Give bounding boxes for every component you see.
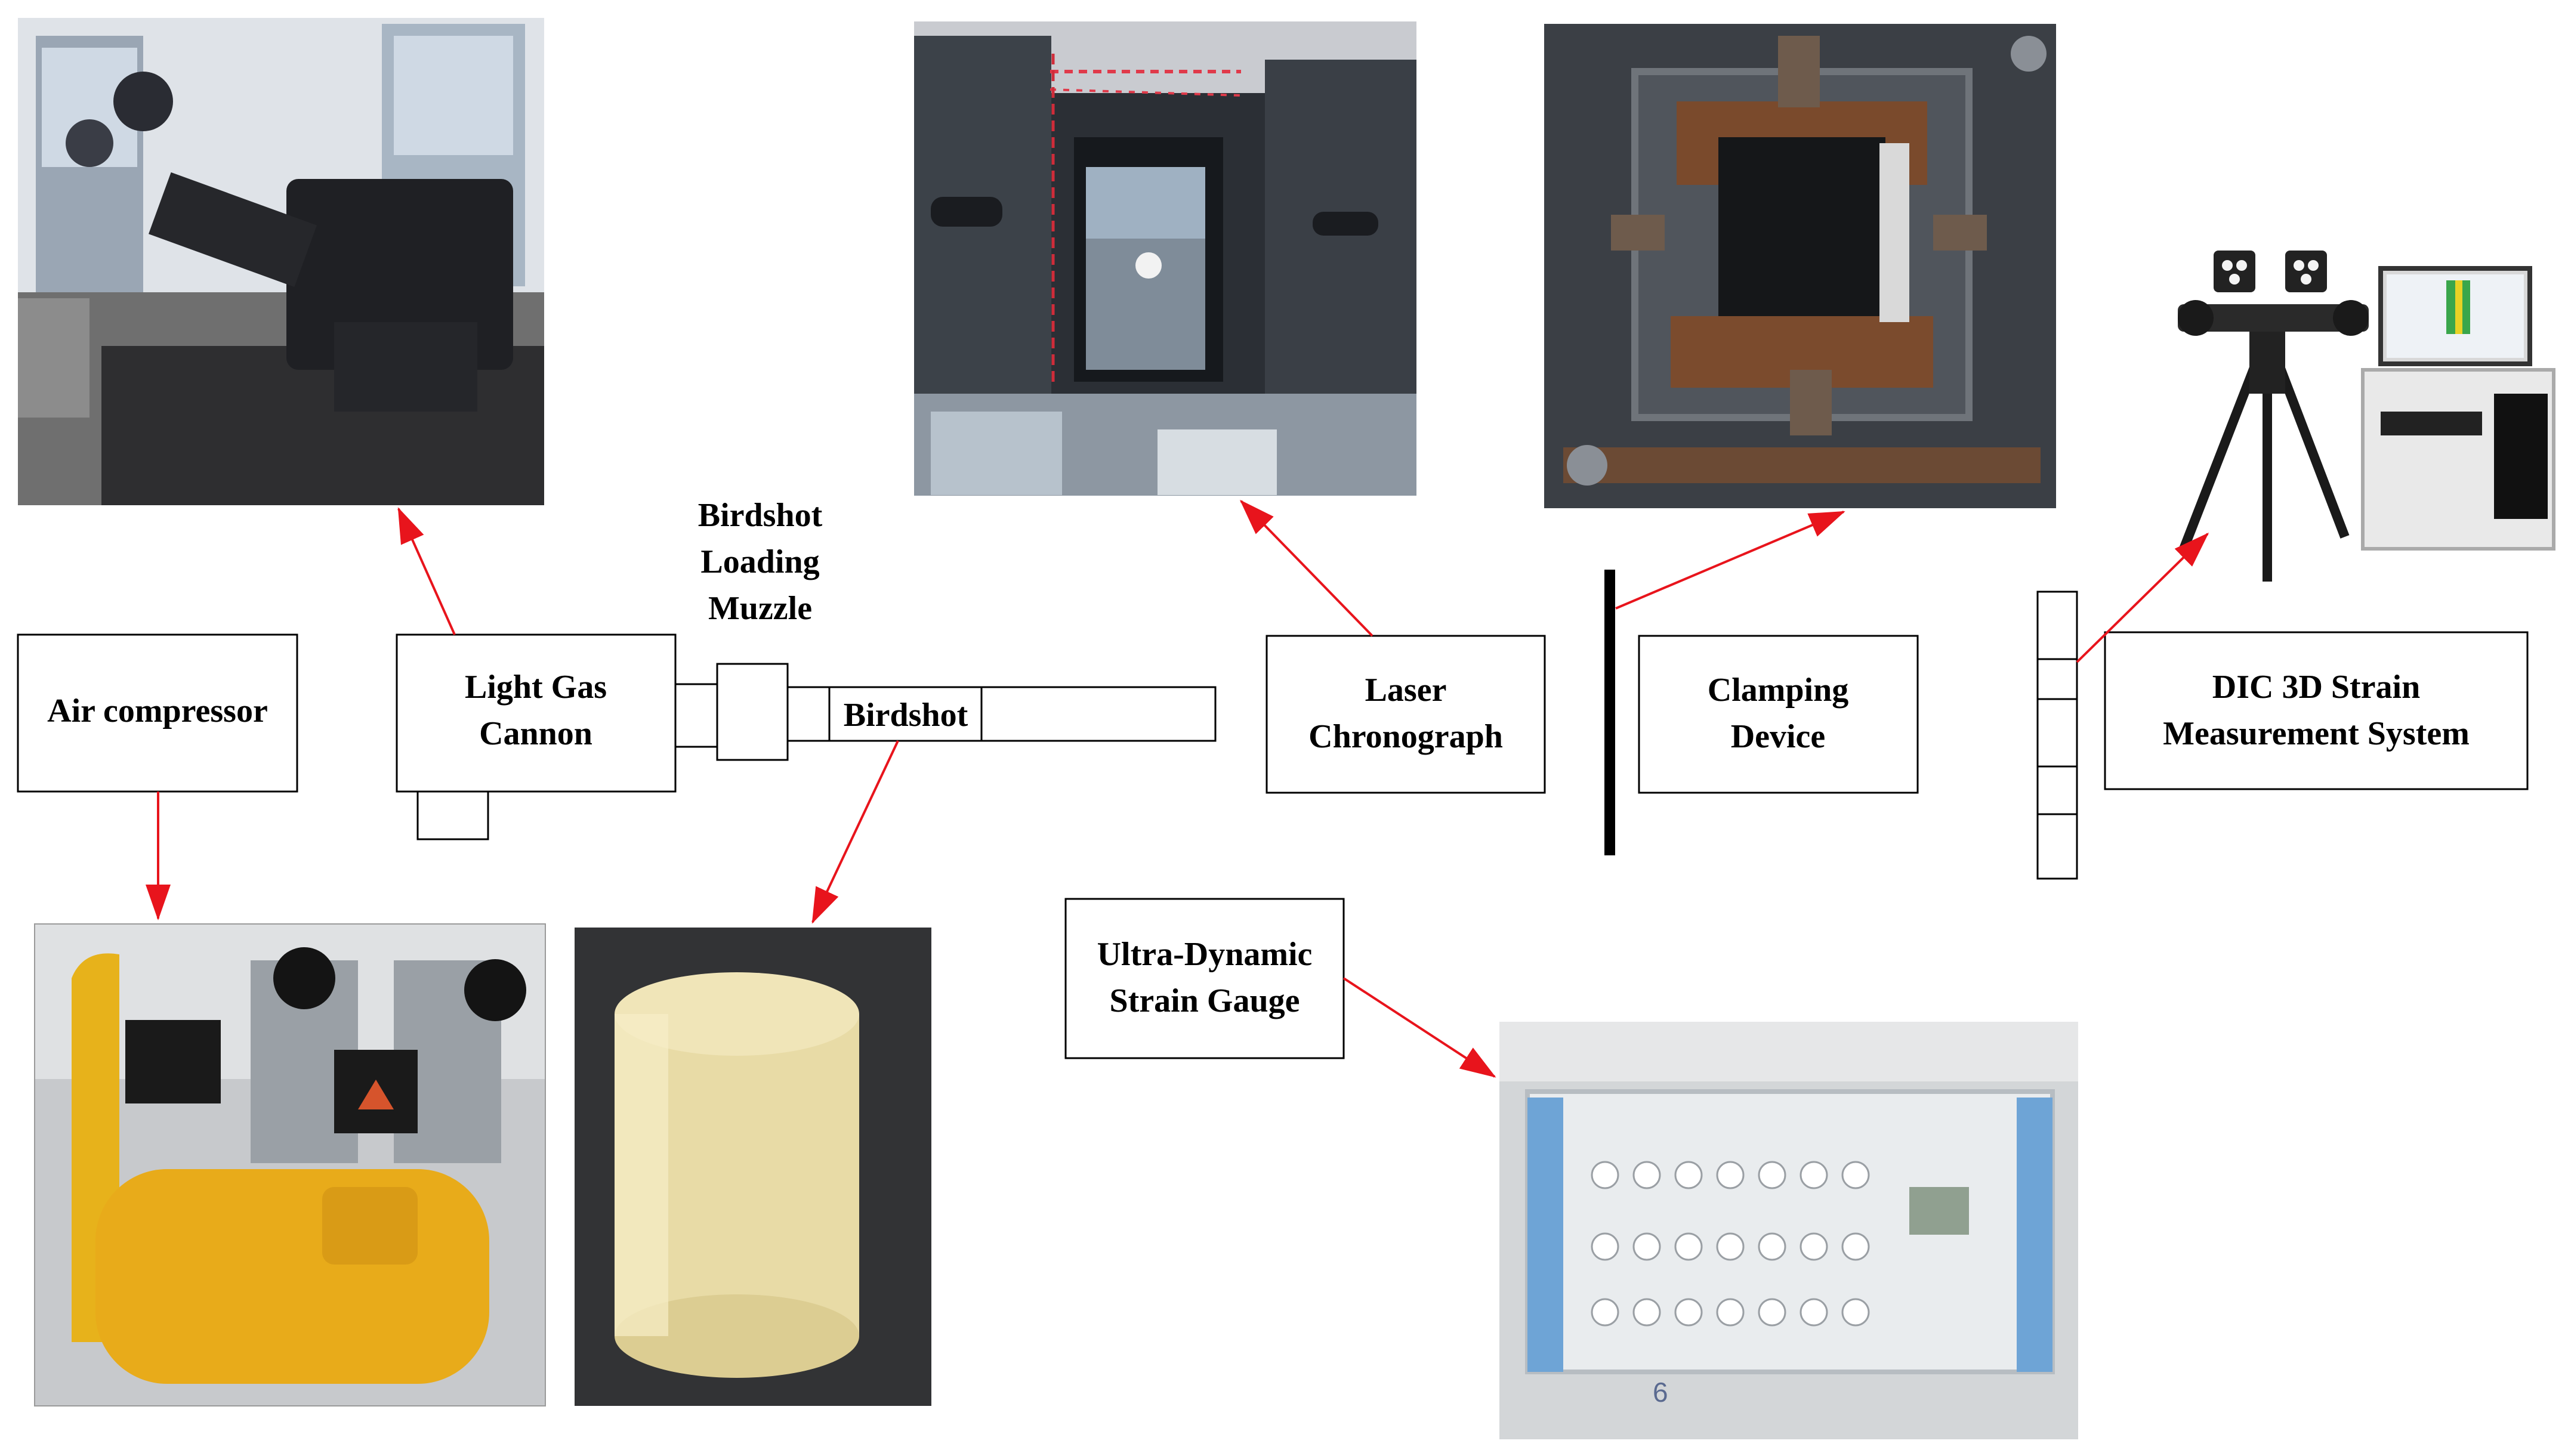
air-compressor-box — [17, 633, 298, 793]
loading-muzzle-box — [716, 663, 789, 761]
birdshot-photo — [575, 928, 931, 1406]
light-gas-cannon-box — [396, 633, 677, 793]
laser-chronograph-label-1: Laser — [1365, 672, 1447, 709]
loading-muzzle-label-2: Loading — [700, 543, 819, 580]
cannon-base-box — [416, 790, 489, 840]
clamping-photo — [1544, 24, 2056, 508]
clamping-device-label-1: Clamping — [1708, 672, 1849, 709]
strain-gauge-label-1: Ultra-Dynamic — [1097, 936, 1313, 973]
air-compressor-label: Air compressor — [47, 693, 268, 729]
laser-chronograph-box — [1266, 635, 1546, 794]
compressor-photo — [34, 923, 546, 1406]
arrow-gauge-to-photo — [1342, 977, 1496, 1078]
loading-muzzle-label-3: Muzzle — [708, 590, 812, 627]
dic-system-box — [2104, 631, 2529, 790]
dic-photo — [2169, 251, 2555, 585]
light-gas-cannon-label-1: Light Gas — [465, 669, 607, 706]
chronograph-photo — [914, 21, 1416, 496]
arrow-birdshot-to-photo — [811, 740, 899, 924]
strain-gauge-box — [1064, 898, 1345, 1059]
strain-gauge-label-2: Strain Gauge — [1110, 982, 1300, 1019]
loading-muzzle-label-1: Birdshot — [698, 497, 823, 534]
strain-gauge-photo: 6 — [1499, 1022, 2078, 1439]
laser-chronograph-label-2: Chronograph — [1308, 718, 1503, 755]
cannon-photo — [18, 18, 544, 505]
dic-system-label-2: Measurement System — [2163, 715, 2470, 752]
gauge-mark: 6 — [1653, 1377, 1668, 1408]
muzzle-collar-box — [786, 686, 831, 742]
clamping-device-label-2: Device — [1731, 718, 1826, 755]
arrow-clamp-to-photo — [1615, 511, 1845, 610]
strain-gauge-strip — [2036, 591, 2078, 880]
birdshot-label: Birdshot — [844, 697, 968, 734]
dic-system-label-1: DIC 3D Strain — [2212, 669, 2420, 706]
barrel-box — [980, 686, 1217, 742]
clamping-device-box — [1638, 635, 1919, 794]
birdshot-box — [828, 686, 983, 742]
light-gas-cannon-label-2: Cannon — [479, 715, 592, 752]
arrow-chronograph-to-photo — [1239, 499, 1373, 637]
arrow-cannon-to-photo — [397, 507, 456, 635]
arrow-dic-to-photo — [2076, 532, 2209, 663]
barrel-joint-box — [674, 683, 718, 748]
